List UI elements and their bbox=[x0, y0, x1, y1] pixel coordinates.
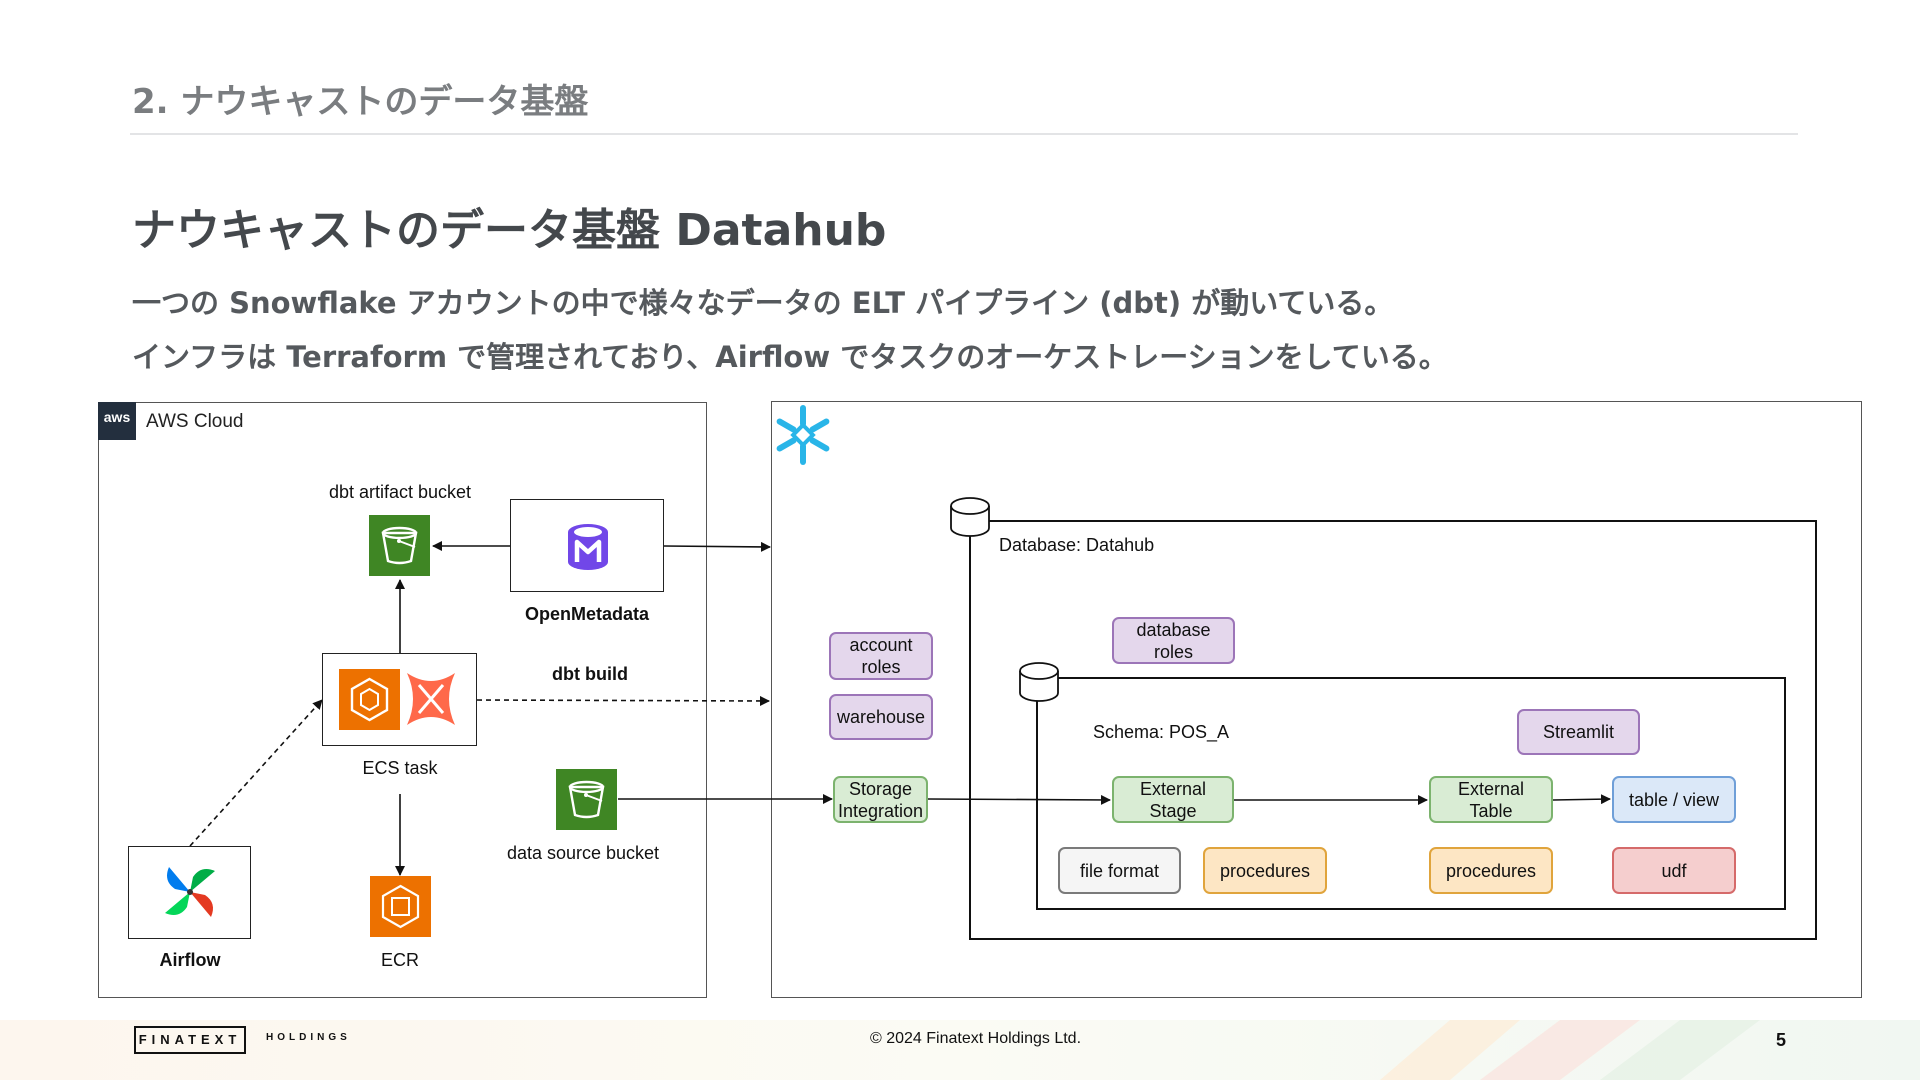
ecr-label: ECR bbox=[380, 950, 419, 970]
airflow-to-ecs-arrow bbox=[189, 699, 323, 847]
snowflake-account-group bbox=[771, 401, 1862, 998]
holdings-wordmark: HOLDINGS bbox=[266, 1032, 351, 1043]
footer-decoration bbox=[0, 1020, 1920, 1080]
schema-cylinder-icon bbox=[1019, 662, 1059, 702]
dbt-build-arrow bbox=[476, 695, 770, 706]
s3-bucket-icon bbox=[369, 515, 430, 576]
streamlit-node: Streamlit bbox=[1517, 709, 1640, 755]
ecr-icon bbox=[370, 876, 431, 937]
database-box bbox=[969, 520, 1817, 940]
udf-node: udf bbox=[1612, 847, 1736, 894]
schema-box bbox=[1036, 677, 1786, 910]
table-view-node: table / view bbox=[1612, 776, 1736, 823]
ecs-task-node bbox=[322, 653, 477, 746]
data-source-s3-bucket-icon bbox=[556, 769, 617, 830]
integration-to-stage-arrow bbox=[927, 794, 1111, 805]
copyright-text: © 2024 Finatext Holdings Ltd. bbox=[870, 1030, 1082, 1047]
database-label: Database: Datahub bbox=[999, 535, 1155, 555]
account-roles-node: account roles bbox=[829, 632, 933, 680]
snowflake-icon bbox=[772, 404, 834, 466]
dbt-build-label: dbt build bbox=[552, 664, 628, 684]
ecs-icon bbox=[339, 669, 400, 730]
openmetadata-label: OpenMetadata bbox=[524, 604, 650, 624]
finatext-logo: FINATEXT bbox=[134, 1026, 246, 1054]
dbt-icon bbox=[399, 667, 463, 731]
ecs-task-label: ECS task bbox=[362, 758, 438, 778]
aws-cloud-label: AWS Cloud bbox=[146, 411, 244, 432]
openmetadata-icon bbox=[568, 524, 608, 570]
description-line-1: 一つの Snowflake アカウントの中で様々なデータの ELT パイプライン… bbox=[132, 286, 1394, 320]
procedures-node-2: procedures bbox=[1429, 847, 1553, 894]
table-to-view-arrow bbox=[1552, 794, 1611, 805]
airflow-node bbox=[128, 846, 251, 939]
file-format-node: file format bbox=[1058, 847, 1181, 894]
data-source-bucket-label: data source bucket bbox=[506, 843, 660, 863]
external-table-node: External Table bbox=[1429, 776, 1553, 823]
schema-label: Schema: POS_A bbox=[1093, 722, 1230, 742]
section-divider bbox=[130, 133, 1798, 135]
openmetadata-node bbox=[510, 499, 664, 592]
warehouse-node: warehouse bbox=[829, 694, 933, 740]
database-cylinder-icon bbox=[950, 497, 990, 537]
aws-logo: aws bbox=[98, 402, 136, 440]
page-title: ナウキャストのデータ基盤 Datahub bbox=[132, 205, 887, 256]
database-roles-node: database roles bbox=[1112, 617, 1235, 664]
openmetadata-to-snowflake-arrow bbox=[663, 541, 771, 552]
external-stage-node: External Stage bbox=[1112, 776, 1234, 823]
airflow-label: Airflow bbox=[159, 950, 221, 970]
storage-integration-node: Storage Integration bbox=[833, 776, 928, 823]
dbt-artifact-bucket-label: dbt artifact bucket bbox=[328, 482, 472, 502]
page-number: 5 bbox=[1776, 1030, 1787, 1050]
description-line-2: インフラは Terraform で管理されており、Airflow でタスクのオー… bbox=[132, 340, 1448, 374]
airflow-icon bbox=[165, 867, 215, 917]
procedures-node-1: procedures bbox=[1203, 847, 1327, 894]
section-title: 2. ナウキャストのデータ基盤 bbox=[132, 82, 589, 122]
